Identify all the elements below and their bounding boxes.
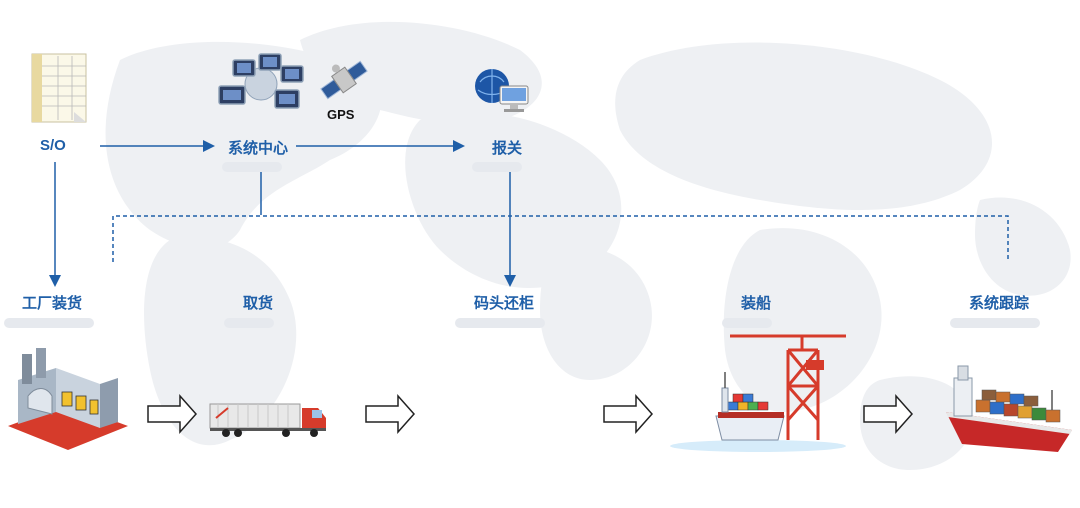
process-arrow-1	[147, 394, 198, 434]
node-pickup: 取货	[243, 295, 274, 312]
label-shadow	[472, 162, 522, 172]
node-system-tracking: 系统跟踪	[969, 295, 1030, 312]
truck-icon	[209, 403, 326, 437]
label-shadow	[222, 162, 282, 172]
node-terminal-return: 码头还柜	[474, 295, 535, 312]
crane-ship-icon	[670, 334, 846, 452]
process-arrow-2	[365, 394, 416, 434]
gps-label: GPS	[327, 107, 355, 122]
globe-computer-icon	[475, 69, 529, 112]
node-system-center: 系统中心	[228, 140, 289, 157]
satellite-icon	[320, 60, 368, 100]
document-icon	[31, 53, 87, 123]
process-arrow-4	[863, 394, 914, 434]
node-factory-loading: 工厂装货	[22, 295, 83, 312]
label-shadow	[722, 318, 772, 328]
label-shadow	[224, 318, 274, 328]
process-arrow-3	[603, 394, 654, 434]
container-ship-icon	[946, 365, 1072, 452]
label-shadow	[950, 318, 1040, 328]
label-shadow	[4, 318, 94, 328]
dashed-tracking-line	[112, 215, 1009, 262]
factory-icon	[8, 348, 128, 450]
node-so: S/O	[40, 137, 66, 154]
node-loading-ship: 装船	[741, 295, 772, 312]
node-customs: 报关	[492, 140, 523, 157]
computer-screens-icon	[218, 53, 304, 109]
label-shadow	[455, 318, 545, 328]
